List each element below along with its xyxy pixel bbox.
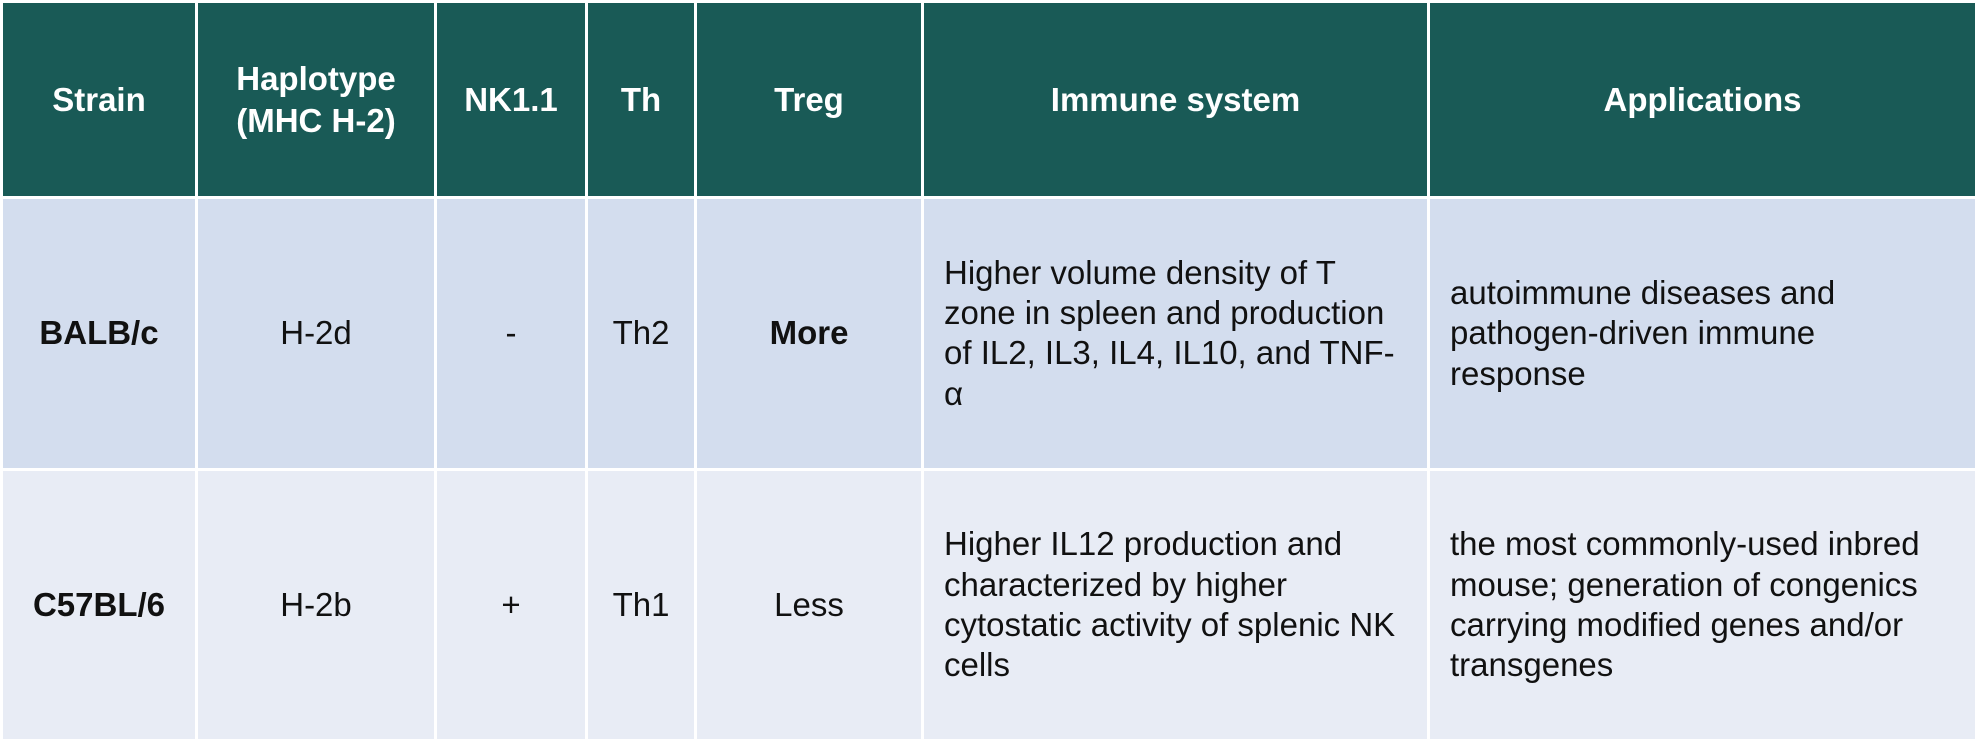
cell-th: Th1	[585, 467, 697, 742]
cell-th: Th2	[585, 196, 697, 471]
header-treg: Treg	[694, 0, 924, 200]
header-immune-system: Immune system	[921, 0, 1430, 200]
cell-strain: C57BL/6	[0, 467, 198, 742]
header-haplotype: Haplotype(MHC H-2)	[195, 0, 437, 200]
cell-haplotype: H-2b	[195, 467, 437, 742]
table-row: BALB/c H-2d - Th2 More Higher volume den…	[0, 196, 1975, 471]
cell-treg: Less	[694, 467, 924, 742]
cell-nk11: -	[434, 196, 588, 471]
header-haplotype-line1: Haplotype	[236, 60, 396, 98]
cell-treg: More	[694, 196, 924, 471]
header-th: Th	[585, 0, 697, 200]
cell-nk11: +	[434, 467, 588, 742]
header-haplotype-line2: (MHC H-2)	[236, 101, 396, 139]
cell-immune-system: Higher volume density of T zone in splee…	[921, 196, 1430, 471]
cell-strain: BALB/c	[0, 196, 198, 471]
cell-applications: autoimmune diseases and pathogen-driven …	[1427, 196, 1975, 471]
header-strain: Strain	[0, 0, 198, 200]
header-applications: Applications	[1427, 0, 1975, 200]
header-row: Strain Haplotype(MHC H-2) NK1.1 Th Treg …	[0, 0, 1975, 200]
cell-haplotype: H-2d	[195, 196, 437, 471]
table-row: C57BL/6 H-2b + Th1 Less Higher IL12 prod…	[0, 467, 1975, 742]
cell-immune-system: Higher IL12 production and characterized…	[921, 467, 1430, 742]
cell-applications: the most commonly-used inbred mouse; gen…	[1427, 467, 1975, 742]
header-nk11: NK1.1	[434, 0, 588, 200]
